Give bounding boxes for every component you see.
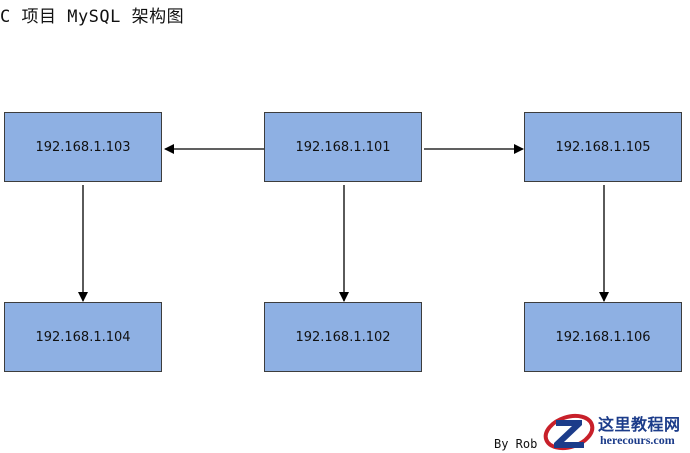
z-logo-icon [543, 413, 595, 451]
watermark-logo: 这里教程网 herecours.com [542, 408, 690, 453]
diagram-title: C 项目 MySQL 架构图 [0, 7, 185, 27]
node-192-168-1-105: 192.168.1.105 [524, 112, 682, 182]
node-192-168-1-106: 192.168.1.106 [524, 302, 682, 372]
node-192-168-1-102: 192.168.1.102 [264, 302, 422, 372]
node-192-168-1-103: 192.168.1.103 [4, 112, 162, 182]
author-byline: By Rob [494, 437, 538, 451]
node-192-168-1-101: 192.168.1.101 [264, 112, 422, 182]
node-192-168-1-104: 192.168.1.104 [4, 302, 162, 372]
watermark-url-text: herecours.com [600, 433, 675, 447]
watermark-cn-text: 这里教程网 [598, 415, 681, 434]
